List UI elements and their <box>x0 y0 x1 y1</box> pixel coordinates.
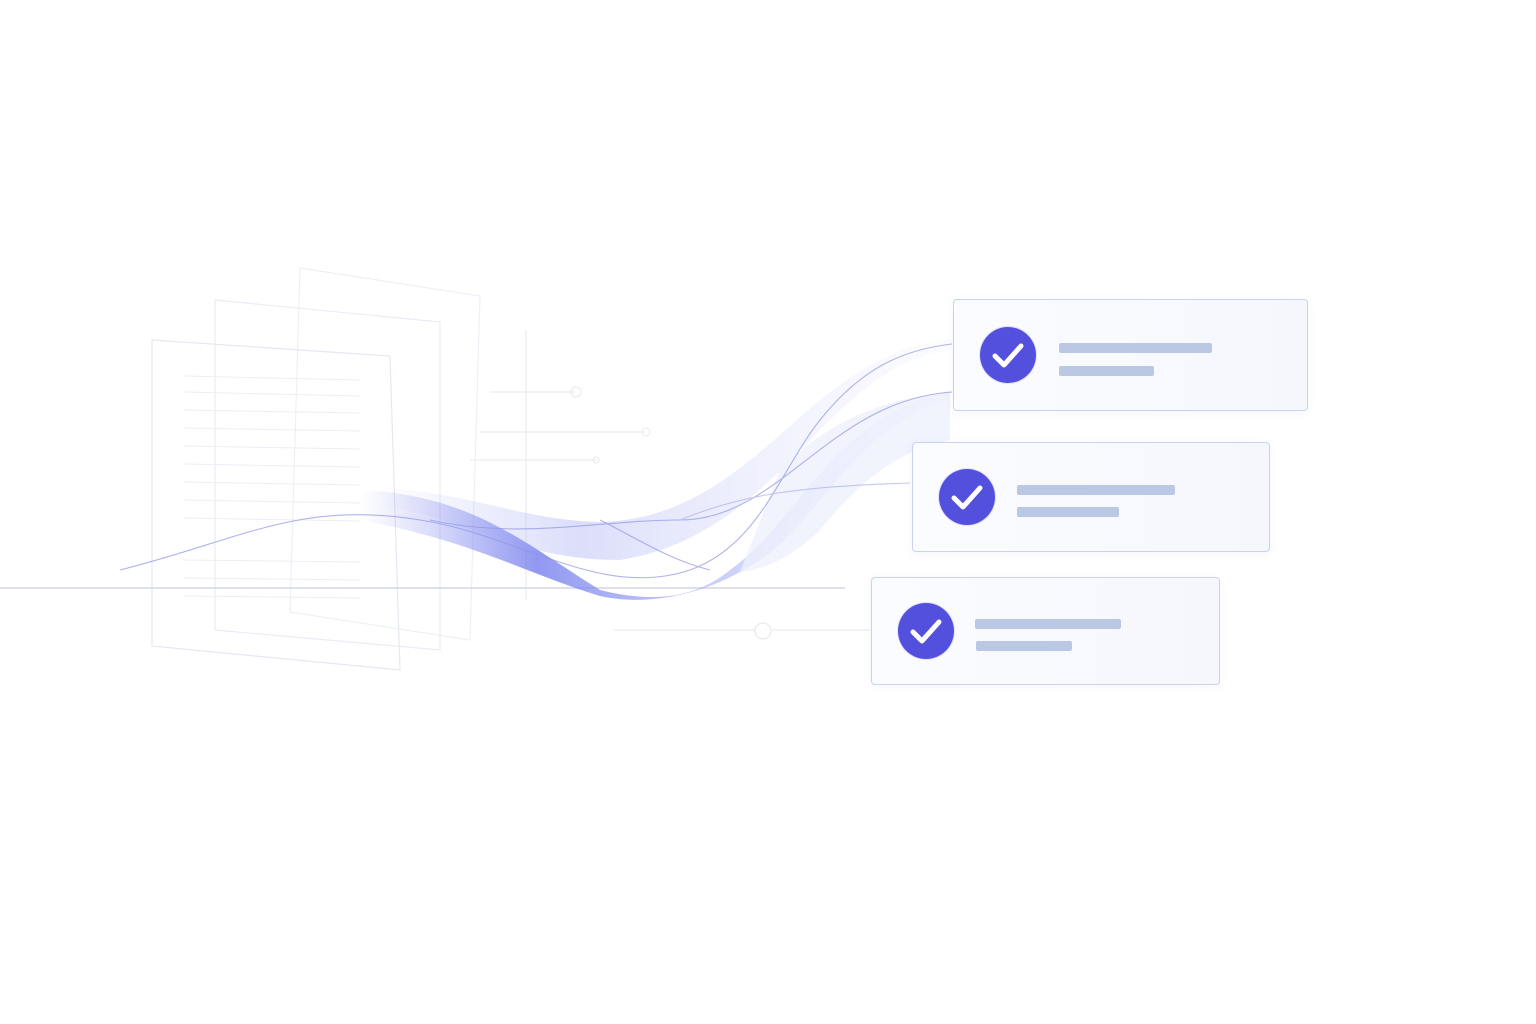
checklist-card <box>953 299 1308 411</box>
check-circle-icon <box>939 469 995 525</box>
check-circle-icon <box>980 327 1036 383</box>
flow-ribbon-upper <box>380 340 952 560</box>
placeholder-line <box>975 619 1121 629</box>
flow-strands <box>119 343 953 579</box>
check-circle-icon <box>898 603 954 659</box>
placeholder-line <box>976 641 1072 651</box>
network-lines <box>470 330 870 640</box>
flow-ribbon-lower <box>360 390 950 600</box>
document-stack <box>151 267 481 671</box>
checklist-card <box>871 577 1220 685</box>
placeholder-line <box>1017 485 1175 495</box>
placeholder-line <box>1059 366 1154 376</box>
placeholder-line <box>1059 343 1212 353</box>
placeholder-line <box>1017 507 1119 517</box>
flow-ribbon-glow <box>740 392 950 572</box>
checklist-card <box>912 442 1270 552</box>
